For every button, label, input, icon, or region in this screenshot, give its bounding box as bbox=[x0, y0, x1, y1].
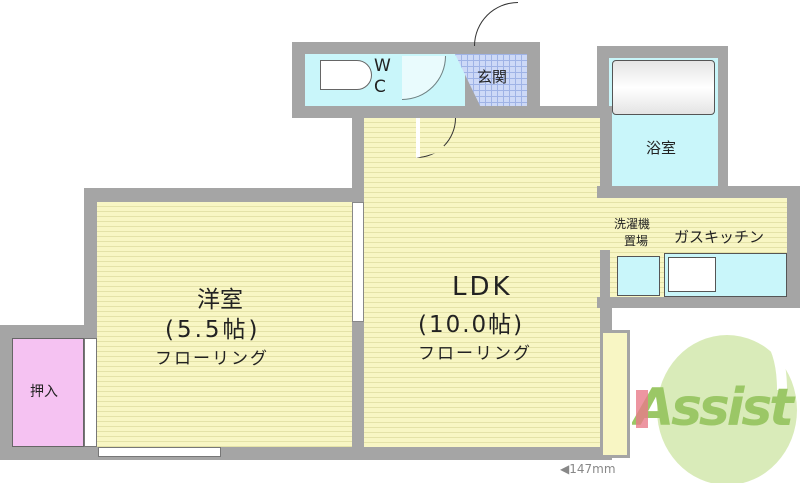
toilet-icon bbox=[320, 60, 372, 90]
sink-icon bbox=[668, 257, 716, 292]
wc-label-w: W bbox=[374, 56, 391, 76]
svg-text:Assist: Assist bbox=[632, 378, 796, 438]
closet-label: 押入 bbox=[30, 384, 58, 400]
closet bbox=[12, 338, 84, 447]
bathtub-icon bbox=[612, 60, 715, 115]
western-size: (5.5帖) bbox=[165, 317, 261, 343]
entry-door[interactable] bbox=[474, 2, 518, 46]
assist-logo: Assist bbox=[630, 300, 797, 485]
western-name: 洋室 bbox=[197, 287, 243, 313]
entrance-label: 玄関 bbox=[477, 68, 508, 86]
ldk-room bbox=[364, 118, 600, 447]
balcony-window[interactable] bbox=[600, 330, 630, 458]
closet-door[interactable] bbox=[84, 338, 97, 447]
western-room bbox=[97, 202, 352, 447]
washer-space bbox=[617, 256, 660, 296]
ldk-floor: フローリング bbox=[418, 344, 532, 364]
kitchen-partition bbox=[600, 250, 610, 330]
washer-label-2: 置場 bbox=[624, 234, 649, 248]
ldk-size: (10.0帖) bbox=[418, 312, 525, 338]
washer-label-1: 洗濯機 bbox=[614, 217, 651, 231]
sliding-door[interactable] bbox=[352, 202, 364, 322]
western-window[interactable] bbox=[98, 447, 221, 457]
scale-note: ◀147mm bbox=[560, 462, 616, 476]
bath-label: 浴室 bbox=[646, 139, 677, 157]
western-floor: フローリング bbox=[155, 349, 269, 369]
ldk-name: LDK bbox=[452, 272, 513, 302]
wc-label-c: C bbox=[374, 77, 386, 97]
kitchen-label: ガスキッチン bbox=[674, 228, 765, 246]
